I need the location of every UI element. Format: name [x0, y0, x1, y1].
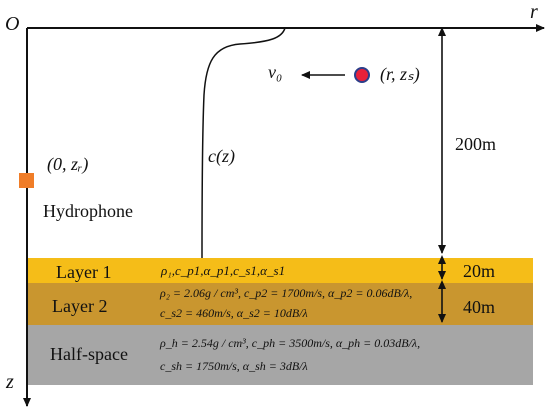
- water-depth-label: 200m: [455, 134, 497, 154]
- hydrophone-position-label: (0, zᵣ): [47, 154, 89, 174]
- sound-speed-profile: [201, 27, 286, 259]
- hydrophone-label: Hydrophone: [43, 201, 133, 221]
- halfspace-params-line1: ρ_h = 2.54g / cm³, c_ph = 3500m/s, α_ph …: [160, 336, 421, 350]
- z-axis-label: z: [6, 371, 14, 393]
- layer2-band: [27, 283, 533, 325]
- halfspace-name: Half-space: [50, 344, 128, 364]
- hydrophone-marker-icon: [19, 173, 34, 188]
- source-position-label: (r, zₛ): [380, 64, 420, 84]
- r-axis-label: r: [530, 1, 538, 23]
- layer1-params: ρ₁,c_p1,α_p1,c_s1,α_s1: [161, 263, 286, 278]
- profile-label: c(z): [208, 146, 235, 166]
- layer2-thickness-label: 40m: [463, 297, 496, 317]
- layer1-name: Layer 1: [56, 262, 112, 282]
- halfspace-band: [27, 325, 533, 385]
- layer2-params-line2: c_s2 = 460m/s, α_s2 = 10dB/λ: [160, 306, 308, 320]
- origin-label: O: [5, 13, 20, 35]
- layer2-params-line1: ρ₂ = 2.06g / cm³, c_p2 = 1700m/s, α_p2 =…: [160, 286, 413, 300]
- layer1-band: [27, 258, 533, 283]
- halfspace-params-line2: c_sh = 1750m/s, α_sh = 3dB/λ: [160, 359, 308, 373]
- velocity-label: v₀: [268, 62, 283, 82]
- layer2-name: Layer 2: [52, 296, 108, 316]
- layer1-thickness-label: 20m: [463, 261, 496, 281]
- source-dot-icon: [354, 67, 370, 83]
